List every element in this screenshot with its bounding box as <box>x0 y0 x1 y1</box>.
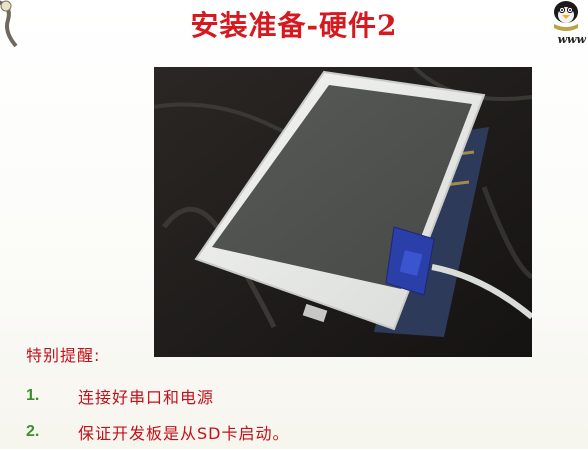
list-item: 2. 保证开发板是从SD卡启动。 <box>26 414 289 450</box>
list-item-number: 1. <box>26 387 40 404</box>
list-item-text: 保证开发板是从SD卡启动。 <box>78 424 290 443</box>
slide-title: 安装准备-硬件2 <box>190 9 398 42</box>
logo-text: www <box>557 33 586 46</box>
decorative-swoosh-icon <box>0 0 18 48</box>
penguin-logo-icon <box>554 1 578 31</box>
list-item-number: 2. <box>26 423 40 440</box>
dev-board-photo <box>154 67 532 357</box>
dev-board-photo-icon <box>154 67 532 357</box>
reminder-heading: 特别提醒: <box>26 346 101 365</box>
list-item-text: 连接好串口和电源 <box>78 388 215 407</box>
instructions-list: 1. 连接好串口和电源 2. 保证开发板是从SD卡启动。 <box>26 378 289 450</box>
list-item: 1. 连接好串口和电源 <box>26 378 289 414</box>
